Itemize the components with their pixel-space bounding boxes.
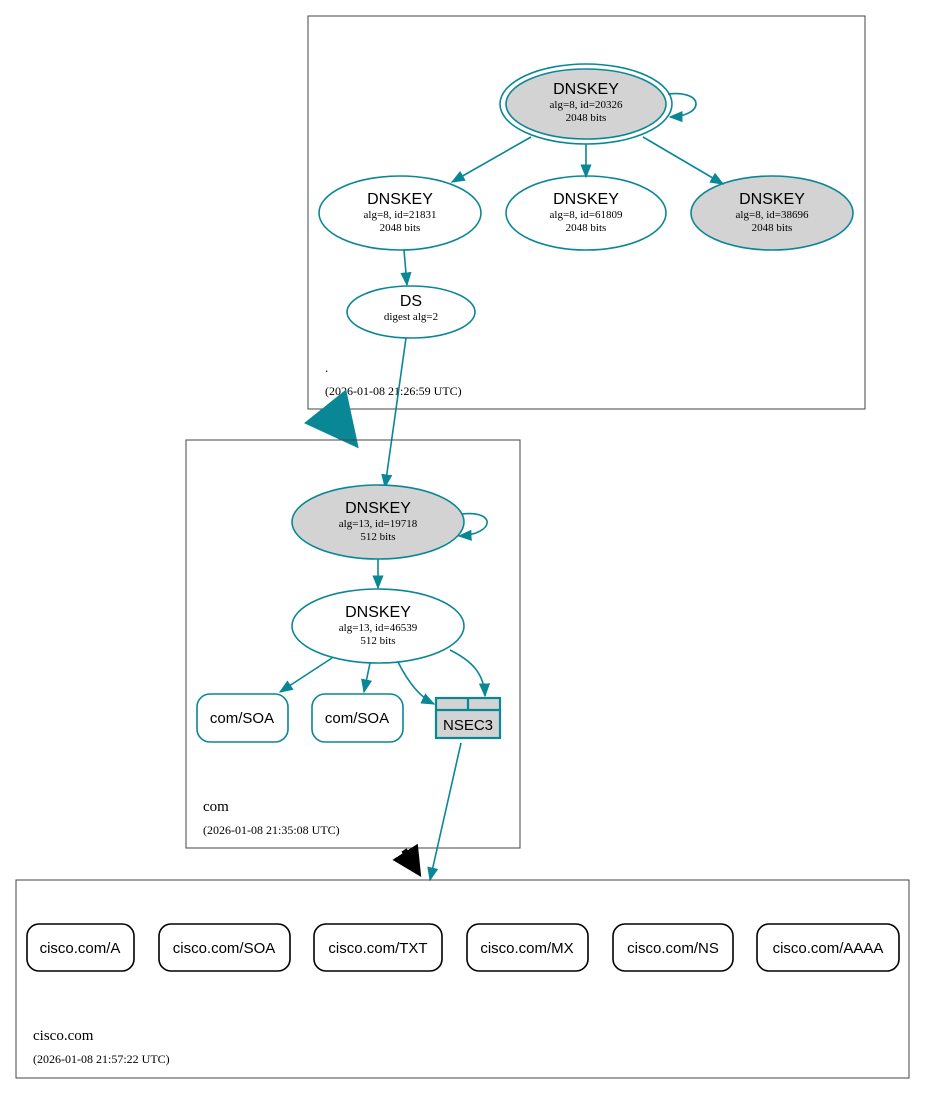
node-detail: alg=8, id=61809	[550, 209, 623, 221]
root-dnskey-61809: DNSKEY alg=8, id=61809 2048 bits	[505, 175, 667, 251]
node-detail: alg=8, id=38696	[736, 209, 809, 221]
node-title: DNSKEY	[553, 191, 619, 208]
edge-self-sign	[667, 92, 697, 123]
edge-nsec3-to-cisco	[427, 742, 462, 882]
zone-timestamp: (2026-01-08 21:57:22 UTC)	[33, 1052, 170, 1066]
cisco-txt-rrset: cisco.com/TXT	[313, 923, 443, 972]
cisco-soa-rrset: cisco.com/SOA	[158, 923, 291, 972]
delegation-com-to-cisco	[392, 843, 422, 878]
zone-name: .	[325, 360, 328, 375]
delegation-root-to-com	[303, 389, 359, 449]
node-detail: digest alg=2	[384, 311, 438, 323]
edge-zsk-to-soa-2	[361, 662, 373, 694]
zone-name: cisco.com	[33, 1028, 94, 1044]
edge-20326-to-38696	[642, 136, 725, 185]
cisco-aaaa-rrset: cisco.com/AAAA	[756, 923, 900, 972]
zone-timestamp: (2026-01-08 21:26:59 UTC)	[325, 384, 462, 398]
node-detail: 512 bits	[360, 531, 395, 543]
node-detail: alg=13, id=19718	[339, 518, 418, 530]
node-detail: alg=8, id=20326	[550, 99, 623, 111]
root-edges	[303, 92, 725, 489]
rrset-label: cisco.com/A	[40, 940, 121, 957]
com-dnskey-46539: DNSKEY alg=13, id=46539 512 bits	[291, 588, 465, 664]
com-edges	[278, 512, 491, 882]
com-soa-rrset-1: com/SOA	[196, 693, 289, 743]
edge-ksk-self-sign	[457, 512, 488, 541]
edge-20326-to-21831	[450, 136, 532, 183]
node-detail: 512 bits	[360, 635, 395, 647]
zone-timestamp: (2026-01-08 21:35:08 UTC)	[203, 823, 340, 837]
zone-cisco: cisco.com/A cisco.com/SOA cisco.com/TXT …	[15, 879, 910, 1079]
node-detail: 2048 bits	[752, 222, 793, 234]
node-title: DNSKEY	[367, 191, 433, 208]
node-detail: 2048 bits	[566, 222, 607, 234]
node-title: DNSKEY	[345, 500, 411, 517]
rrset-label: com/SOA	[325, 710, 389, 727]
edge-zsk-to-nsec3-a	[397, 661, 436, 705]
cisco-ns-rrset: cisco.com/NS	[612, 923, 734, 972]
cisco-a-rrset: cisco.com/A	[26, 923, 135, 972]
node-title: DNSKEY	[553, 81, 619, 98]
node-detail: 2048 bits	[380, 222, 421, 234]
edge-21831-to-ds	[400, 249, 412, 287]
root-dnskey-38696: DNSKEY alg=8, id=38696 2048 bits	[690, 175, 854, 251]
rrset-label: cisco.com/SOA	[173, 940, 276, 957]
node-detail: 2048 bits	[566, 112, 607, 124]
zone-com: DNSKEY alg=13, id=19718 512 bits DNSKEY …	[185, 439, 521, 849]
zone-root: DNSKEY alg=8, id=20326 2048 bits DNSKEY …	[307, 15, 866, 410]
node-detail: alg=8, id=21831	[364, 209, 437, 221]
node-title: DNSKEY	[739, 191, 805, 208]
rrset-label: cisco.com/MX	[480, 940, 573, 957]
node-title: DS	[400, 293, 422, 310]
root-dnskey-trust-anchor: DNSKEY alg=8, id=20326 2048 bits	[499, 63, 673, 145]
node-title: DNSKEY	[345, 604, 411, 621]
rrset-label: cisco.com/AAAA	[773, 940, 884, 957]
root-dnskey-21831: DNSKEY alg=8, id=21831 2048 bits	[318, 175, 482, 251]
rrset-label: com/SOA	[210, 710, 274, 727]
com-nsec3: NSEC3	[434, 696, 502, 740]
cisco-mx-rrset: cisco.com/MX	[466, 923, 589, 972]
com-dnskey-19718: DNSKEY alg=13, id=19718 512 bits	[291, 484, 465, 560]
root-ds: DS digest alg=2	[346, 285, 476, 339]
nsec3-label: NSEC3	[443, 717, 493, 734]
edge-zsk-to-soa-1	[278, 657, 333, 693]
com-soa-rrset-2: com/SOA	[311, 693, 404, 743]
edge-zsk-to-nsec3-b	[449, 649, 491, 698]
edge-ds-to-com-ksk	[381, 337, 407, 489]
rrset-label: cisco.com/TXT	[328, 940, 427, 957]
node-detail: alg=13, id=46539	[339, 622, 418, 634]
rrset-label: cisco.com/NS	[627, 940, 719, 957]
zone-name: com	[203, 799, 229, 815]
